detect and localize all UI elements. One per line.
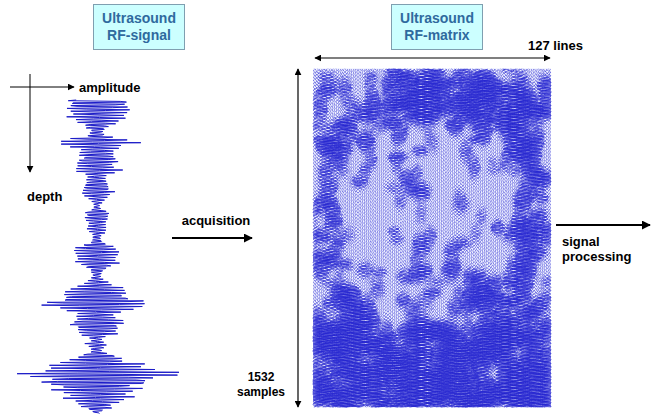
axis-cross	[10, 74, 74, 172]
rf-line	[540, 69, 551, 407]
title-text: Ultrasound RF-signal	[98, 10, 180, 44]
label-text: acquisition	[176, 213, 256, 228]
waveform-path	[17, 100, 179, 414]
matrix-ground	[313, 68, 551, 408]
rf-line	[544, 69, 551, 407]
rf-line	[542, 69, 551, 407]
width-arrow	[315, 57, 550, 58]
label-text: signal processing	[562, 234, 644, 264]
title-text: Ultrasound RF-matrix	[396, 10, 478, 44]
label-text: depth	[27, 189, 87, 204]
height-arrow	[297, 69, 298, 407]
process-arrow	[556, 224, 650, 226]
label-text: 1532 samples	[230, 370, 292, 400]
label-text: 127 lines	[528, 38, 628, 53]
rf-line	[538, 69, 550, 407]
rf-matrix-image	[313, 69, 551, 407]
title-box: Ultrasound RF-signal	[93, 4, 185, 50]
process-arrow	[172, 237, 252, 239]
title-box: Ultrasound RF-matrix	[391, 4, 483, 50]
label-text: amplitude	[79, 80, 169, 95]
rf-signal-waveform	[17, 100, 179, 414]
